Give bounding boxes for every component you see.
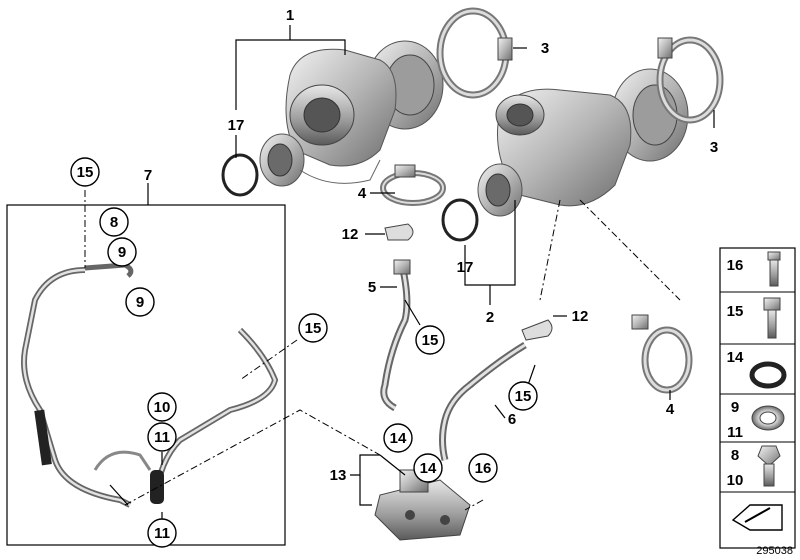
oil-line-left	[21, 262, 134, 508]
callout-1: 1	[286, 7, 294, 24]
clamp-right	[656, 36, 724, 124]
circled-callouts: 15 8 9 9 15 10 11 11 15 15 14 14 16	[70, 157, 538, 548]
callout-15-bolt-center: 15	[422, 332, 439, 349]
table-row-4-label-top: 9	[731, 399, 739, 416]
callout-11-b: 11	[154, 525, 170, 542]
callout-3-left: 3	[541, 40, 549, 57]
callout-12-center: 12	[342, 226, 359, 243]
callout-8: 8	[110, 214, 118, 231]
callout-3-right: 3	[710, 139, 718, 156]
table-row-5-label-bottom: 10	[727, 472, 744, 489]
callout-17-left: 17	[228, 117, 245, 134]
oil-line-group-frame	[6, 204, 286, 546]
pipe-6	[439, 319, 553, 461]
o-ring-right	[441, 198, 479, 242]
callout-13: 13	[330, 467, 347, 484]
bracket-13	[374, 469, 471, 541]
table-row-4-label-bottom: 11	[727, 424, 743, 441]
callout-9-bottom: 9	[136, 294, 144, 311]
turbocharger-left	[259, 40, 444, 187]
callout-5: 5	[368, 279, 376, 296]
clamp-center	[380, 164, 446, 206]
dash-lines	[84, 190, 681, 511]
arrow-tag-icon	[731, 504, 783, 531]
gasket-center	[384, 223, 414, 241]
callout-14-b: 14	[420, 460, 437, 477]
callout-17-right: 17	[457, 259, 474, 276]
pipe-5	[380, 259, 411, 412]
callout-15-line-right: 15	[305, 320, 322, 337]
callout-labels: 1 3 3 17 17 7 4 12 5 2 12 6 4 13	[144, 7, 718, 484]
banjo-screw-icon	[757, 445, 781, 487]
table-row-1-label: 16	[727, 257, 744, 274]
callout-12-right: 12	[572, 308, 589, 325]
sealing-ring-icon	[751, 405, 785, 431]
table-row-3-label: 14	[727, 349, 744, 366]
callout-15-line-left: 15	[77, 164, 94, 181]
banjo-bolt-icon	[767, 251, 781, 287]
table-row-5-label-top: 8	[731, 447, 739, 464]
callout-9-top: 9	[118, 244, 126, 261]
callout-4-center: 4	[358, 185, 367, 202]
callout-16: 16	[475, 460, 492, 477]
callout-4-right: 4	[666, 401, 675, 418]
clamp-right-lower	[631, 314, 693, 394]
diagram-id: 295038	[756, 545, 793, 557]
oil-line-right	[93, 327, 279, 504]
callout-6: 6	[508, 411, 516, 428]
callout-14-a: 14	[390, 430, 407, 447]
table-row-2-label: 15	[727, 303, 744, 320]
callout-10: 10	[154, 399, 171, 416]
turbocharger-right	[477, 68, 689, 217]
parts-table: 16 15 14 9 11 8 10	[719, 247, 796, 549]
callout-7: 7	[144, 167, 152, 184]
callout-15-bolt-right: 15	[515, 388, 532, 405]
o-ring-icon	[749, 361, 787, 389]
o-ring-left	[221, 153, 259, 197]
clamp-left	[436, 7, 513, 99]
callout-11-a: 11	[154, 429, 170, 446]
callout-2: 2	[486, 309, 494, 326]
hex-bolt-icon	[763, 297, 781, 339]
